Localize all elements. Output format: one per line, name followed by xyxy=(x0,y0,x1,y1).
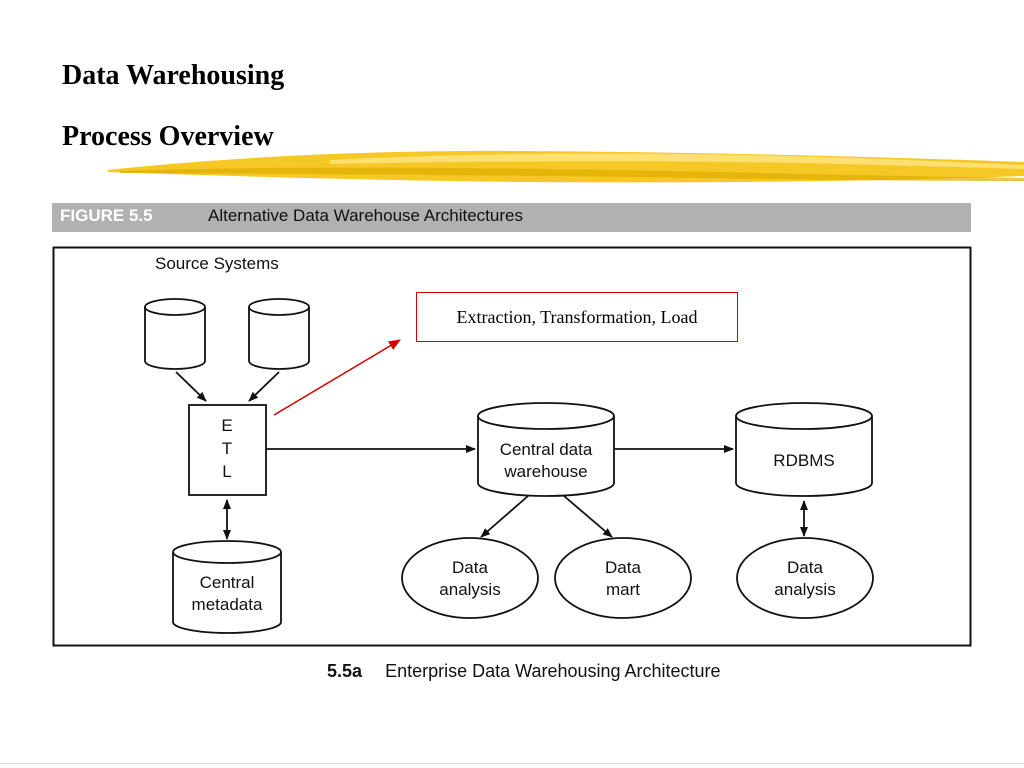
data-analysis-right: Data analysis xyxy=(736,537,874,619)
source-database-2 xyxy=(248,298,310,370)
figure-title: Alternative Data Warehouse Architectures xyxy=(208,206,523,225)
highlighter-stroke xyxy=(108,150,1024,183)
data-analysis-left: Data analysis xyxy=(401,537,539,619)
etl-callout-text: Extraction, Transformation, Load xyxy=(456,306,698,327)
data-mart: Data mart xyxy=(554,537,692,619)
slide-subtitle: Process Overview xyxy=(62,121,274,152)
rdbms-label: RDBMS xyxy=(773,451,834,470)
figure-label: FIGURE 5.5 xyxy=(60,206,153,225)
arrow-source1-to-etl xyxy=(175,371,207,402)
highlighter-stroke-edge xyxy=(120,167,1024,181)
central-metadata-database: Central metadata xyxy=(172,540,282,634)
central-warehouse-label-2: warehouse xyxy=(503,462,587,481)
figure-caption: 5.5a Enterprise Data Warehousing Archite… xyxy=(327,661,721,682)
data-analysis-right-label-2: analysis xyxy=(774,580,835,599)
etl-letter-t: T xyxy=(222,439,232,458)
highlighter-stroke-streak xyxy=(330,153,1024,169)
source-database-1 xyxy=(144,298,206,370)
data-mart-label-2: mart xyxy=(606,580,640,599)
central-metadata-label-1: Central xyxy=(200,573,255,592)
data-analysis-left-label-1: Data xyxy=(452,558,488,577)
central-metadata-label-2: metadata xyxy=(192,595,263,614)
central-data-warehouse: Central data warehouse xyxy=(477,402,615,497)
central-warehouse-label-1: Central data xyxy=(500,440,593,459)
data-mart-label-1: Data xyxy=(605,558,641,577)
etl-letter-l: L xyxy=(222,462,231,481)
data-analysis-right-label-1: Data xyxy=(787,558,823,577)
etl-box: E T L xyxy=(188,404,267,496)
figure-header-bar: FIGURE 5.5 Alternative Data Warehouse Ar… xyxy=(52,203,971,232)
bottom-divider xyxy=(0,763,1024,764)
arrow-source2-to-etl xyxy=(248,371,280,402)
rdbms-database: RDBMS xyxy=(735,402,873,497)
diagram-frame xyxy=(52,246,972,647)
callout-arrow xyxy=(273,339,401,416)
etl-letter-e: E xyxy=(221,416,232,435)
source-systems-label: Source Systems xyxy=(155,254,279,273)
caption-text: Enterprise Data Warehousing Architecture xyxy=(385,661,721,681)
caption-number: 5.5a xyxy=(327,661,363,681)
arrow-warehouse-to-mart xyxy=(563,495,613,538)
slide-title: Data Warehousing xyxy=(62,60,285,91)
data-analysis-left-label-2: analysis xyxy=(439,580,500,599)
arrow-warehouse-to-analysis xyxy=(480,495,529,538)
etl-callout-box: Extraction, Transformation, Load xyxy=(416,292,738,342)
